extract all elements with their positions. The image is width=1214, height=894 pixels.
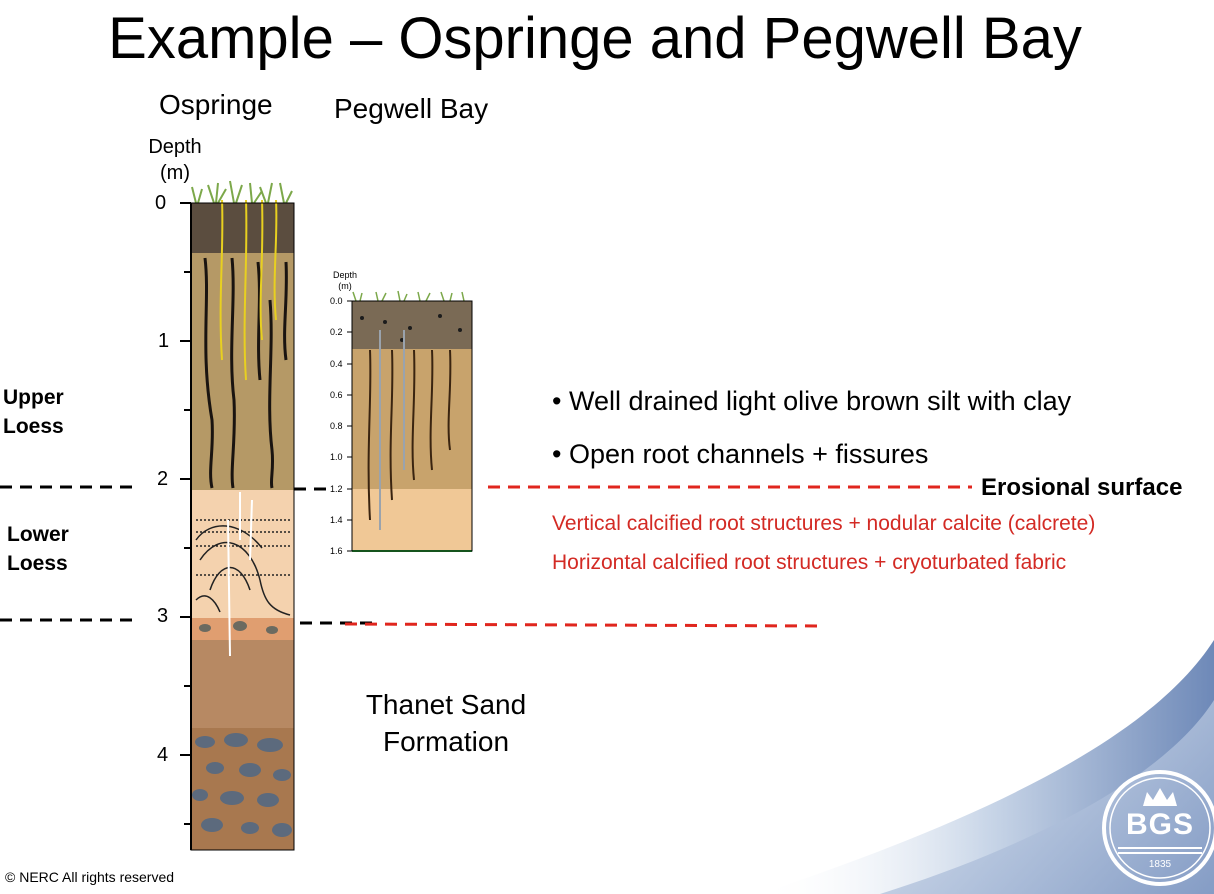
- pegwell-log: [347, 290, 473, 552]
- calcified-roots: [227, 492, 253, 657]
- upper-loess-label: Upper Loess: [3, 386, 64, 438]
- ospringe-tick-4: 4: [157, 744, 169, 766]
- pegwell-depth-label: Depth (m): [332, 270, 358, 291]
- copyright-notice: © NERC All rights reserved: [5, 869, 175, 885]
- topsoil-layer: [191, 203, 294, 253]
- bgs-logo-year: 1835: [1148, 859, 1172, 870]
- lower-loess-layer: [191, 490, 294, 618]
- bgs-logo: [1102, 770, 1214, 886]
- cryoturbated-fabric: [195, 519, 292, 616]
- pegwell-tick: 1.2: [330, 484, 343, 494]
- pegwell-topsoil: [352, 301, 472, 349]
- pegwell-heading: Pegwell Bay: [334, 93, 489, 124]
- ospringe-tick-2: 2: [157, 468, 169, 490]
- pegwell-tick: 1.6: [330, 546, 343, 556]
- pegwell-tick: 0.0: [330, 296, 343, 306]
- vertical-calcified-note: Vertical calcified root structures + nod…: [552, 512, 1096, 535]
- root-fissures: [203, 257, 288, 489]
- depth-word: Depth: [148, 136, 202, 158]
- pegwell-tick: 0.4: [330, 359, 343, 369]
- crown-icon: [1143, 788, 1177, 806]
- boundary-lines: [0, 485, 972, 628]
- pegwell-tick: 1.0: [330, 452, 343, 462]
- erosional-surface-label: Erosional surface: [981, 474, 1183, 501]
- depth-unit: (m): [160, 162, 190, 184]
- calcrete-nodules: [199, 621, 278, 634]
- bgs-logo-text: BGS: [1125, 808, 1194, 841]
- ospringe-tick-1: 1: [158, 330, 170, 352]
- grass-tufts: [191, 180, 293, 204]
- thanet-sand-label: Thanet Sand Formation: [365, 689, 527, 757]
- thanet-boundary-red: [344, 622, 821, 628]
- pegwell-lower-loess: [352, 489, 472, 551]
- upper-loess-layer: [191, 253, 294, 490]
- ospringe-tick-marks: [180, 202, 191, 825]
- slide-title: Example – Ospringe and Pegwell Bay: [108, 6, 1082, 71]
- pegwell-tick: 1.4: [330, 515, 343, 525]
- pegwell-tick: 0.2: [330, 327, 343, 337]
- thanet-clay-layer: [191, 640, 294, 728]
- gravel-clasts: [192, 733, 292, 837]
- lower-loess-label: Lower Loess: [7, 523, 69, 575]
- pegwell-upper-loess: [352, 349, 472, 489]
- yellow-roots: [219, 199, 278, 381]
- bullet-root-channels: • Open root channels + fissures: [552, 439, 929, 469]
- horizontal-calcified-note: Horizontal calcified root structures + c…: [552, 551, 1067, 574]
- ospringe-tick-0: 0: [155, 192, 167, 214]
- pegwell-tick: 0.6: [330, 390, 343, 400]
- ospringe-tick-3: 3: [157, 605, 169, 627]
- ospringe-heading: Ospringe: [159, 89, 273, 120]
- pegwell-tick: 0.8: [330, 421, 343, 431]
- bullet-well-drained: • Well drained light olive brown silt wi…: [552, 386, 1072, 416]
- ospringe-depth-label: Depth (m): [138, 134, 212, 186]
- ospringe-log: [180, 180, 295, 851]
